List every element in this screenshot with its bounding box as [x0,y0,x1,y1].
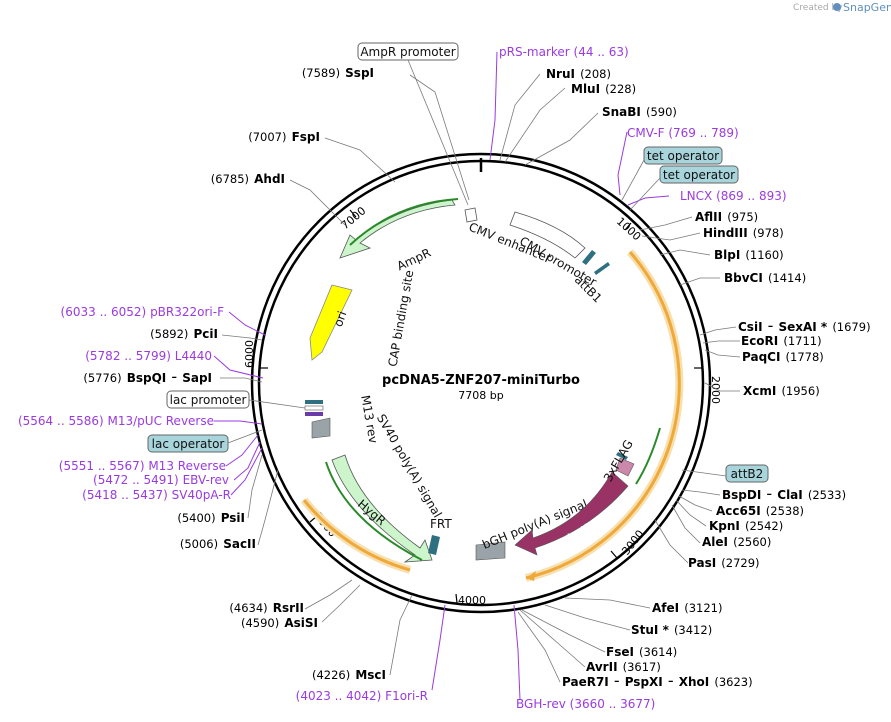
ampr-orf-line [349,198,459,246]
site-paqci: PaqCI (1778) [742,346,824,365]
site-bbvci: BbvCI (1414) [724,267,806,286]
sv40-polya-label: SV40 poly(A) signal [374,412,445,520]
lac-operator-label: lac operator [152,437,225,451]
site-bspdi-clai: BspDI - ClaI (2533) [722,484,846,503]
site-afei: AfeI (3121) [652,597,722,616]
primer-m13-puc-reverse: (5564 .. 5586) M13/pUC Reverse [18,414,214,428]
attb2-box [725,464,769,483]
plasmid-name: pcDNA5-ZNF207-miniTurbo [382,373,580,388]
brand-app-name: SnapGene [843,1,891,14]
primer-m13-reverse: (5551 .. 5567) M13 Reverse [59,459,226,473]
boxed-feature-leaders [227,59,727,477]
site-leader-lines [220,73,741,683]
lac-promoter-label: lac promoter [170,393,247,407]
hygr-arrow [331,454,433,563]
bgh-polya-feature [475,541,506,561]
ampr-label: AmpR [395,246,433,274]
tet-operator-label-2: tet operator [663,168,735,182]
site-ahdi: (6785) AhdI [211,168,285,187]
site-asisi: (4590) AsiSI [241,612,318,631]
cap-site-feature [305,412,323,416]
primer-ebv-rev: (5472 .. 5491) EBV-rev [93,473,229,487]
site-fsei: FseI (3614) [606,641,677,660]
primer-lncx: LNCX (869 .. 893) [680,189,787,203]
site-msci: (4226) MscI [312,664,386,683]
primer-l4440: (5782 .. 5799) L4440 [85,349,212,363]
site-bspqi-sapi: (5776) BspQI - SapI [83,367,212,386]
primer-sv40pa-r: (5418 .. 5437) SV40pA-R [82,488,231,502]
flag-small-feature [616,452,628,460]
site-fspi: (7007) FspI [248,126,320,145]
primer-prs-marker: pRS-marker (44 .. 63) [499,45,629,59]
site-paer7i-pspxi-xhoi: PaeR7I - PspXI - XhoI (3623) [562,671,753,690]
lac-operator-feature [305,400,323,404]
site-psii: (5400) PsiI [177,507,245,526]
ampr-arrow [339,199,456,259]
tick-label-3000: 3000 [619,528,646,558]
ampr-promoter-label: AmpR promoter [360,45,455,59]
site-stui: StuI * (3412) [631,619,712,638]
site-pasi: PasI (2729) [688,552,760,571]
site-sspi: (7589) SspI [302,62,374,81]
site-blpi: BlpI (1160) [714,244,784,263]
snapgene-logo-icon [833,3,841,11]
primer-f1ori-r: (4023 .. 4042) F1ori-R [296,689,428,703]
site-nrui: NruI (208) [546,63,611,82]
orange-arc-arrowhead [526,571,536,581]
site-hindiii: HindIII (978) [703,222,784,241]
tet-operator-box-1 [643,146,723,165]
turboid-arrow [514,471,629,556]
plasmid-length: 7708 bp [458,389,503,402]
site-snabi: SnaBI (590) [602,101,677,120]
ampr-promoter-arrow [464,207,478,223]
attb1-feature [582,250,596,265]
site-kpni: KpnI (2542) [709,515,783,534]
tick-label-4000: 4000 [458,594,486,607]
lac-operator-box [147,434,229,453]
backbone-outer-ring [250,152,712,614]
hygr-orf-line [325,461,423,561]
ori-label: ori [331,309,349,328]
ori-arrow [309,284,353,361]
frt-label: FRT [430,517,452,531]
tet-operator-box-2 [659,165,739,184]
tick-label-6000: 6000 [243,340,256,368]
site-avrii: AvrII (3617) [586,656,661,675]
lac-promoter-box [166,390,250,409]
tick-label-2000: 2000 [709,376,722,404]
tick-label-1000: 1000 [614,215,644,243]
site-csii-sexai: CsiI - SexAI * (1679) [738,316,871,335]
tet-operator-label-1: tet operator [647,149,719,163]
flag-feature [615,457,635,477]
frt-feature [428,535,440,555]
primer-leader-lines [213,51,670,701]
site-rsrii: (4634) RsrII [229,597,304,616]
lac-promoter-feature [304,405,324,411]
primer-cmv-f: CMV-F (769 .. 789) [627,126,739,140]
sv40-ori-feature [311,417,331,439]
site-alei: AleI (2560) [702,531,771,550]
turbo-orange-arc [525,251,681,580]
brand-created-by: Created by [793,3,843,13]
cmv-enhancer-arrow [509,211,586,259]
site-sacii: (5006) SacII [180,533,256,552]
site-acc65i: Acc65I (2538) [716,500,804,519]
attb2-label: attB2 [731,467,764,481]
site-ecori: EcoRI (1711) [741,330,822,349]
site-pcii: (5892) PciI [150,323,218,342]
site-aflii: AflII (975) [695,206,758,225]
flag-orf-line [635,427,661,485]
primer-bgh-rev: BGH-rev (3660 .. 3677) [516,697,655,711]
primer-pbr322ori-f: (6033 .. 6052) pBR322ori-F [61,305,225,319]
cap-binding-label: CAP binding site [386,269,417,368]
site-xcmi: XcmI (1956) [743,380,820,399]
site-mlui: MluI (228) [571,78,636,97]
attb1-small [594,262,610,275]
hygr-orange-arc [302,499,411,572]
